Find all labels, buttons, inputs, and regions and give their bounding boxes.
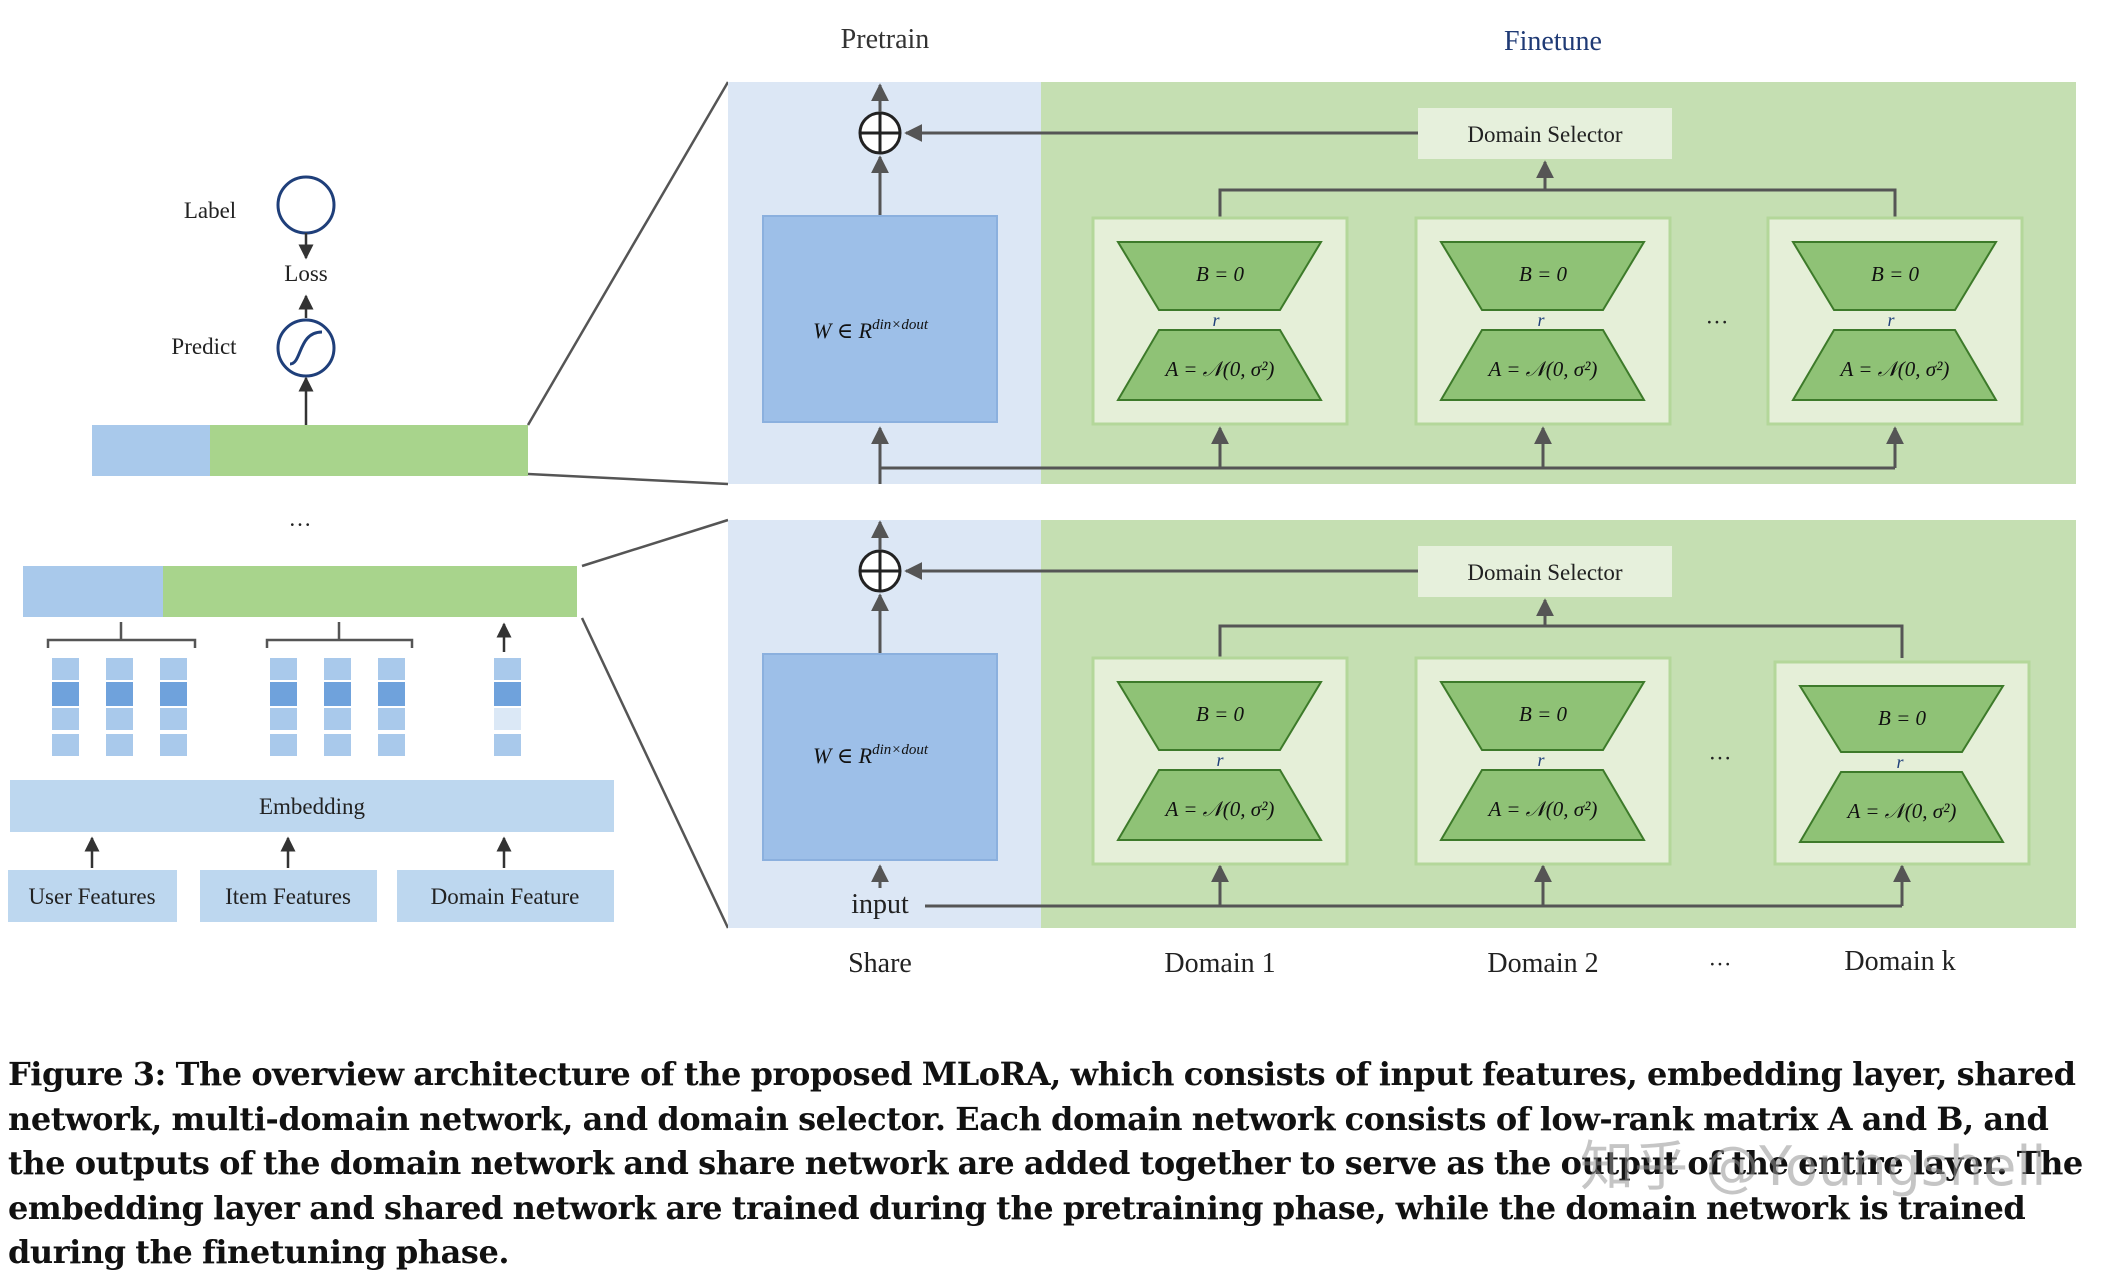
a-label: A = 𝒩(0, σ²) (1846, 799, 1957, 823)
sigmoid-node (276, 318, 336, 378)
weight-box-top (762, 215, 998, 423)
domaink-label: Domain k (1844, 946, 1955, 977)
hidden-bar-blue (92, 425, 210, 476)
domain-dots-top: ··· (1706, 310, 1729, 335)
pretrain-header: Pretrain (841, 24, 930, 55)
domain-card-2-bottom: B = 0 r A = 𝒩(0, σ²) (1414, 656, 1672, 866)
label-node (276, 175, 336, 235)
finetune-header: Finetune (1504, 26, 1602, 57)
input-label: input (851, 889, 909, 920)
domain-selector-bottom (1418, 546, 1672, 597)
domain-selector-label-bottom: Domain Selector (1467, 560, 1623, 585)
b-label: B = 0 (1196, 702, 1244, 726)
a-label: A = 𝒩(0, σ²) (1164, 357, 1275, 381)
user-features-label: User Features (28, 884, 155, 909)
item-features-label: Item Features (225, 884, 351, 909)
weight-label-bottom: W ∈ Rdin×dout (813, 742, 929, 768)
r-label: r (1537, 750, 1545, 770)
a-label: A = 𝒩(0, σ²) (1487, 797, 1598, 821)
hidden-bar-green (210, 425, 528, 476)
domain-selector-top (1418, 108, 1672, 159)
embedding-layer (10, 780, 614, 832)
b-label: B = 0 (1878, 706, 1926, 730)
domain-feature-label: Domain Feature (431, 884, 580, 909)
weight-box-bottom (762, 653, 998, 861)
r-label: r (1537, 310, 1545, 330)
domain-card-2-top: B = 0 r A = 𝒩(0, σ²) (1414, 216, 1672, 426)
domain1-label: Domain 1 (1164, 948, 1275, 979)
domain-card-k-top: B = 0 r A = 𝒩(0, σ²) (1766, 216, 2024, 426)
share-label: Share (848, 948, 912, 979)
a-label: A = 𝒩(0, σ²) (1164, 797, 1275, 821)
domain-dots-label: ··· (1709, 952, 1732, 977)
domain2-label: Domain 2 (1487, 948, 1598, 979)
weight-label-top: W ∈ Rdin×dout (813, 317, 929, 343)
domain-card-k-bottom: B = 0 r A = 𝒩(0, σ²) (1773, 660, 2031, 866)
sigmoid-icon (289, 330, 323, 366)
label-text: Label (184, 198, 236, 223)
domain-card-1-bottom: B = 0 r A = 𝒩(0, σ²) (1091, 656, 1349, 866)
item-features-box (200, 870, 377, 922)
figure-caption: Figure 3: The overview architecture of t… (8, 1055, 2083, 1271)
predict-text: Predict (171, 334, 237, 359)
loss-text: Loss (284, 261, 328, 286)
embedding-columns (52, 658, 521, 756)
b-label: B = 0 (1871, 262, 1919, 286)
user-features-box (8, 870, 177, 922)
a-label: A = 𝒩(0, σ²) (1487, 357, 1598, 381)
watermark: 知乎 @Youngshell (1580, 1135, 2047, 1198)
r-label: r (1212, 310, 1220, 330)
concat-bar-green (163, 566, 577, 617)
r-label: r (1896, 752, 1904, 772)
b-label: B = 0 (1519, 262, 1567, 286)
embedding-label: Embedding (259, 794, 366, 819)
domain-dots-bottom: ··· (1709, 746, 1732, 771)
domain-card-1-top: B = 0 r A = 𝒩(0, σ²) (1091, 216, 1349, 426)
b-label: B = 0 (1519, 702, 1567, 726)
left-panel: Label Loss Predict … (8, 81, 730, 929)
a-label: A = 𝒩(0, σ²) (1839, 357, 1950, 381)
top-layer-block: W ∈ Rdin×dout Domain Selector B = 0 r A … (728, 82, 2076, 484)
r-label: r (1887, 310, 1895, 330)
domain-feature-box (397, 870, 614, 922)
b-label: B = 0 (1196, 262, 1244, 286)
bottom-layer-block: W ∈ Rdin×dout Domain Selector input B = … (728, 520, 2076, 928)
r-label: r (1216, 750, 1224, 770)
domain-selector-label-top: Domain Selector (1467, 122, 1623, 147)
concat-bar-blue (23, 566, 163, 617)
left-dots: … (289, 506, 312, 531)
